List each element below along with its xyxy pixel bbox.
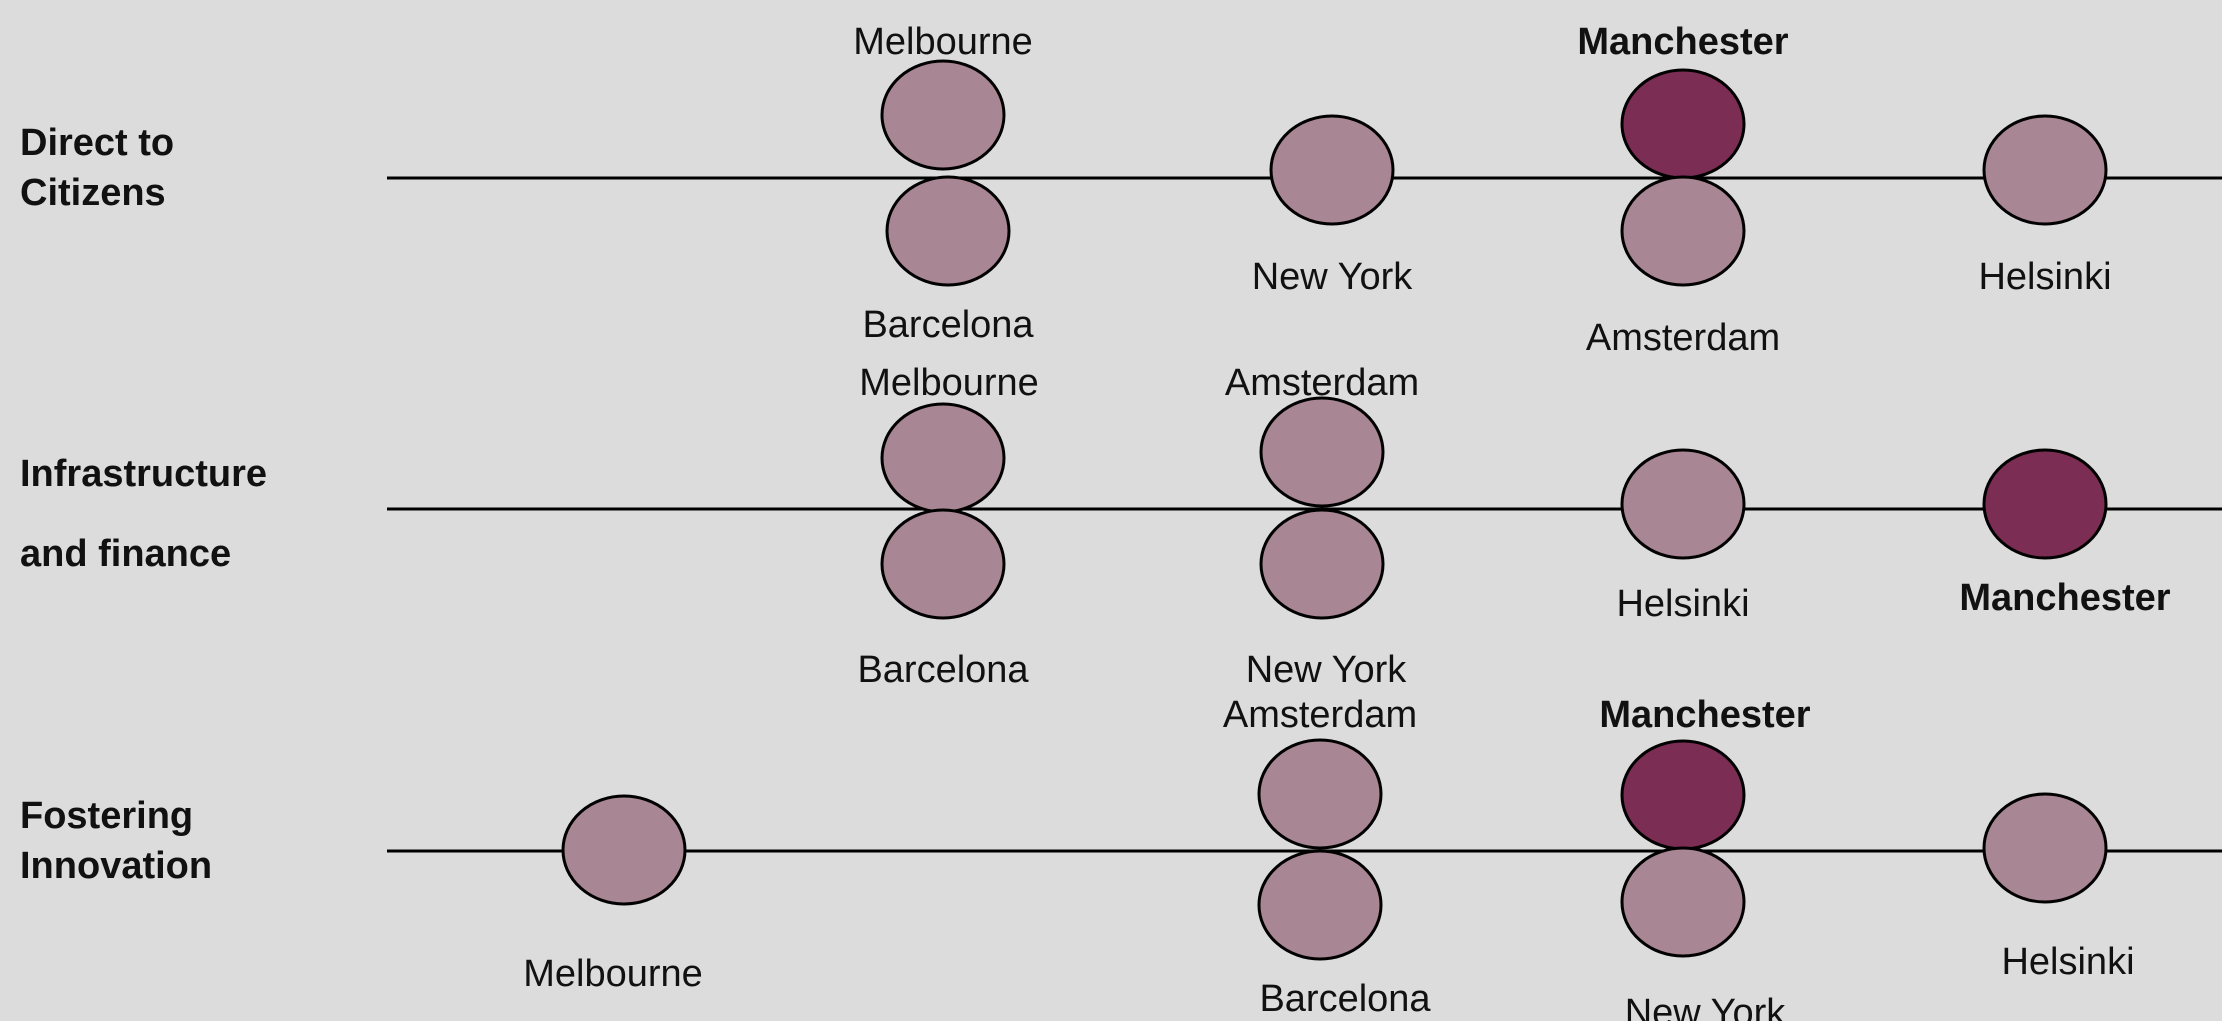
city-node-helsinki: Helsinki xyxy=(1982,792,2135,983)
city-label: New York xyxy=(1246,649,1408,691)
city-circle xyxy=(1257,738,1383,850)
city-node-manchester: Manchester xyxy=(1599,694,1811,851)
city-label: Helsinki xyxy=(1616,583,1749,625)
city-label: Amsterdam xyxy=(1225,362,1419,404)
city-circle xyxy=(880,508,1006,620)
city-circle xyxy=(880,402,1006,514)
city-circle xyxy=(1982,792,2108,904)
city-node-helsinki: Helsinki xyxy=(1978,114,2112,298)
city-node-manchester: Manchester xyxy=(1577,21,1789,180)
city-node-melbourne: Melbourne xyxy=(523,794,703,995)
city-label: Melbourne xyxy=(853,21,1033,63)
city-circle xyxy=(1620,175,1746,287)
city-circle xyxy=(1257,849,1383,961)
city-label: Barcelona xyxy=(1259,978,1431,1020)
city-label: New York xyxy=(1252,256,1414,298)
city-node-melbourne: Melbourne xyxy=(859,362,1039,514)
city-circle xyxy=(880,59,1006,171)
city-label: Melbourne xyxy=(859,362,1039,404)
city-label: Amsterdam xyxy=(1586,317,1780,359)
city-circle xyxy=(1982,114,2108,226)
city-label: Barcelona xyxy=(857,649,1029,691)
city-label: Helsinki xyxy=(2001,941,2134,983)
row-label-infrastructure-and-finance: Infrastructure and finance xyxy=(20,453,268,575)
city-circle xyxy=(1620,739,1746,851)
city-label: Barcelona xyxy=(862,304,1034,346)
row-label-fostering-innovation: Fostering Innovation xyxy=(20,795,213,887)
city-label: Amsterdam xyxy=(1223,694,1417,736)
city-node-barcelona: Barcelona xyxy=(1257,849,1431,1020)
city-node-barcelona: Barcelona xyxy=(862,175,1034,346)
city-node-new-york: New York xyxy=(1620,846,1787,1021)
city-label: Helsinki xyxy=(1978,256,2111,298)
city-circle xyxy=(1620,68,1746,180)
city-node-amsterdam: Amsterdam xyxy=(1223,694,1417,850)
city-circle xyxy=(885,175,1011,287)
city-label: Manchester xyxy=(1577,21,1788,63)
city-circle xyxy=(1620,846,1746,958)
city-label: Manchester xyxy=(1599,694,1810,736)
city-node-new-york: New York xyxy=(1246,508,1408,691)
city-circle xyxy=(1982,448,2108,560)
city-circle xyxy=(1259,508,1385,620)
city-circle xyxy=(1259,396,1385,508)
city-node-helsinki: Helsinki xyxy=(1616,448,1750,625)
city-node-barcelona: Barcelona xyxy=(857,508,1029,691)
city-label: Melbourne xyxy=(523,953,703,995)
city-node-melbourne: Melbourne xyxy=(853,21,1033,171)
city-circle xyxy=(561,794,687,906)
city-node-amsterdam: Amsterdam xyxy=(1225,362,1419,508)
city-circle xyxy=(1620,448,1746,560)
city-node-amsterdam: Amsterdam xyxy=(1586,175,1780,359)
city-node-new-york: New York xyxy=(1252,114,1414,298)
city-label: Manchester xyxy=(1959,577,2170,619)
city-circle xyxy=(1269,114,1395,226)
row-label-direct-to-citizens: Direct to Citizens xyxy=(20,122,175,214)
city-label: New York xyxy=(1625,992,1787,1021)
city-node-manchester: Manchester xyxy=(1959,448,2171,619)
